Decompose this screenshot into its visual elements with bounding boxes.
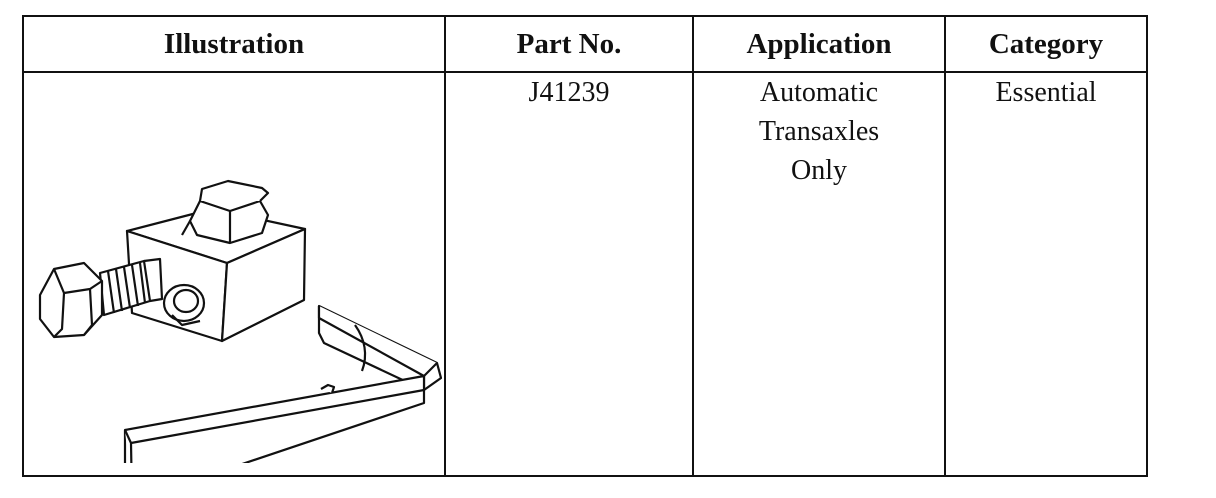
illustration-cell <box>22 71 446 477</box>
header-application: Application <box>692 15 946 73</box>
side-bolt-drawing <box>162 283 206 327</box>
tool-table: Illustration Part No. Application Catego… <box>22 15 1148 477</box>
header-illustration: Illustration <box>22 15 446 73</box>
table-header-row: Illustration Part No. Application Catego… <box>22 15 1148 73</box>
part-no-cell: J41239 <box>444 71 694 477</box>
top-nut-drawing <box>181 179 270 245</box>
category-cell: Essential <box>944 71 1148 477</box>
hex-head-drawing <box>38 261 104 339</box>
table-row: J41239 Automatic Transaxles Only Essenti… <box>22 71 1148 477</box>
l-bar-drawing <box>123 304 442 463</box>
header-category: Category <box>944 15 1148 73</box>
transaxle-tool-icon <box>38 179 442 463</box>
application-cell: Automatic Transaxles Only <box>692 71 946 477</box>
threaded-bolt-drawing <box>98 257 164 317</box>
header-part-no: Part No. <box>444 15 694 73</box>
